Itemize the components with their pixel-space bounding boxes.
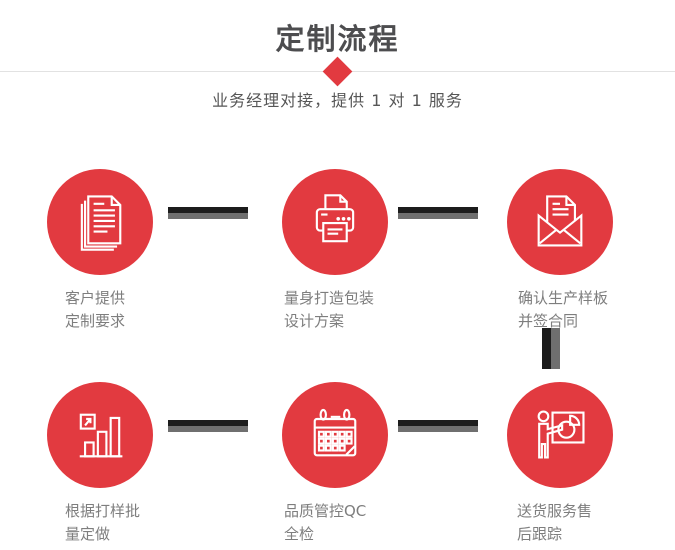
- step-label-3: 确认生产样板 并签合同: [518, 287, 608, 333]
- step-label-1-line1: 客户提供: [65, 289, 126, 307]
- printer-icon: [315, 194, 355, 243]
- presentation-icon: [537, 410, 585, 459]
- step-label-2-line1: 量身打造包装: [284, 289, 375, 307]
- step-label-6-line1: 送货服务售: [517, 502, 593, 520]
- step-label-5-line2: 全检: [284, 525, 315, 543]
- subtitle: 业务经理对接，提供 1 对 1 服务: [212, 91, 463, 110]
- step-circle-2: [282, 169, 388, 275]
- step-circle-1: [47, 169, 153, 275]
- envelope-icon: [537, 195, 583, 247]
- step-circle-6: [507, 382, 613, 488]
- step-circle-5: [282, 382, 388, 488]
- calendar-icon: [313, 408, 357, 457]
- diamond-icon: [322, 56, 353, 87]
- documents-icon: [80, 195, 122, 251]
- step-label-2-line2: 设计方案: [284, 312, 345, 330]
- page-title: 定制流程: [275, 22, 400, 56]
- step-circle-3: [507, 169, 613, 275]
- step-label-6-line2: 后跟踪: [517, 525, 563, 543]
- step-label-4-line2: 量定做: [65, 525, 111, 543]
- step-label-3-line1: 确认生产样板: [518, 289, 609, 307]
- step-label-3-line2: 并签合同: [518, 312, 579, 330]
- step-label-2: 量身打造包装 设计方案: [284, 287, 374, 333]
- connector-step2-step3: [398, 207, 478, 219]
- step-label-4-line1: 根据打样批: [65, 502, 141, 520]
- connector-step3-step6: [542, 328, 560, 369]
- step-label-1: 客户提供 定制要求: [65, 287, 125, 333]
- connector-step5-step6: [398, 420, 478, 432]
- step-circle-4: [47, 382, 153, 488]
- bar-chart-icon: [79, 413, 123, 458]
- connector-step4-step5: [168, 420, 248, 432]
- step-label-6: 送货服务售 后跟踪: [517, 500, 592, 546]
- step-label-5-line1: 品质管控QC: [284, 502, 367, 520]
- connector-step1-step2: [168, 207, 248, 219]
- step-label-1-line2: 定制要求: [65, 312, 126, 330]
- step-label-4: 根据打样批 量定做: [65, 500, 140, 546]
- step-label-5: 品质管控QC 全检: [284, 500, 366, 546]
